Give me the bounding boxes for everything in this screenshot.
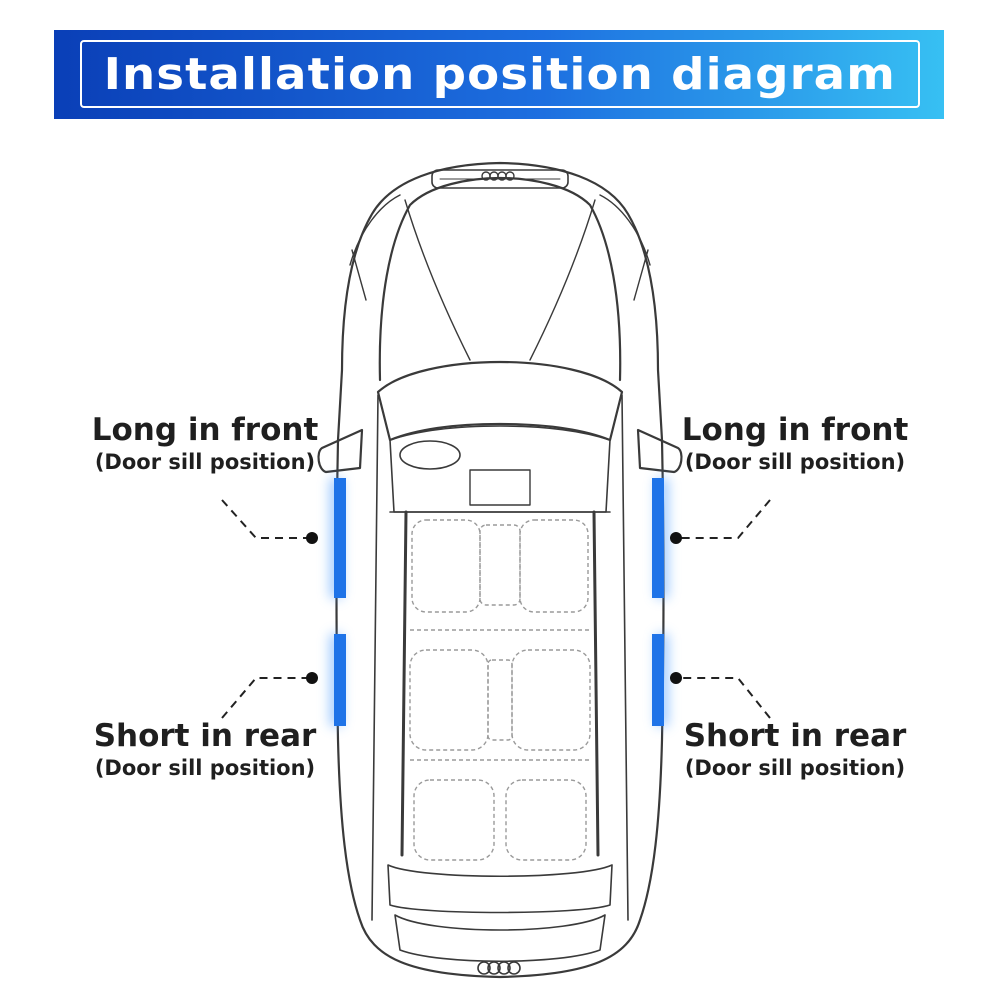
windshield: [376, 360, 624, 442]
title-frame: Installation position diagram: [80, 40, 920, 108]
rear-window: [387, 864, 613, 914]
label-rear-left: Short in rear (Door sill position): [60, 718, 350, 782]
front-right-seat: [519, 519, 589, 613]
title-banner: Installation position diagram: [54, 30, 944, 119]
page-title: Installation position diagram: [103, 48, 897, 100]
label-front-left-subtitle: (Door sill position): [94, 450, 316, 474]
car-body: [317, 161, 683, 979]
label-rear-left-title: Short in rear: [93, 718, 317, 754]
car-outline: [335, 161, 665, 979]
rear-left-seat: [413, 779, 495, 861]
label-front-left: Long in front (Door sill position): [60, 412, 350, 476]
front-grille: [431, 169, 569, 189]
rear-right-sill-strip: [652, 634, 664, 726]
front-left-seat: [411, 519, 481, 613]
label-front-right-subtitle: (Door sill position): [684, 450, 906, 474]
leader-dots: [306, 532, 682, 684]
leader-rear-right: [676, 677, 771, 719]
leader-front-left: [221, 499, 312, 539]
seats: [409, 519, 591, 861]
label-front-right: Long in front (Door sill position): [650, 412, 940, 476]
label-rear-right: Short in rear (Door sill position): [650, 718, 940, 782]
front-logo: [481, 171, 515, 181]
leader-rear-left: [221, 677, 312, 719]
hood: [378, 176, 622, 382]
left-mirror: [317, 428, 364, 474]
leader-lines: [221, 499, 771, 719]
leader-front-right: [676, 499, 771, 539]
front-left-sill-strip: [334, 478, 346, 598]
dashboard: [389, 425, 611, 513]
label-rear-right-title: Short in rear: [683, 718, 907, 754]
rear-right-seat: [505, 779, 587, 861]
label-front-right-title: Long in front: [681, 412, 909, 448]
label-front-left-title: Long in front: [91, 412, 319, 448]
right-mirror: [636, 428, 683, 474]
rear-logo: [477, 961, 521, 975]
label-rear-left-subtitle: (Door sill position): [94, 756, 316, 780]
label-rear-right-subtitle: (Door sill position): [684, 756, 906, 780]
door-sill-strips: [330, 478, 668, 726]
front-right-sill-strip: [652, 478, 664, 598]
middle-right-seat: [511, 649, 591, 751]
steering-wheel: [399, 440, 461, 470]
rear-left-sill-strip: [334, 634, 346, 726]
middle-left-seat: [409, 649, 489, 751]
